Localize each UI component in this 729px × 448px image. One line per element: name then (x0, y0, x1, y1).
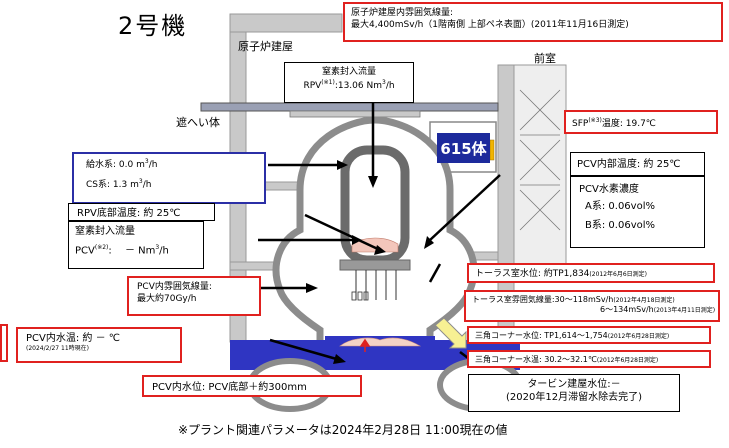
antechamber-structure (513, 64, 567, 271)
drive-housings (351, 291, 369, 301)
torus-dose-line2-date: (2013年4月11日測定) (653, 307, 716, 315)
rpv-nitrogen-unit-tail: /h (385, 80, 395, 91)
torus-dose-line1-date: (2012年4月18日測定) (613, 297, 675, 304)
feedwater-value: 0.0 m (118, 160, 145, 170)
shield-label: 遮へい体 (176, 116, 220, 129)
pcv-bottom-debris (339, 337, 422, 347)
pcv-water-temp-text: PCV内水温: 約 － ℃ (26, 333, 120, 344)
pcv-nitrogen-title: 窒素封入流量 (75, 226, 135, 237)
pcv-nitrogen-value-row: PCV(※2): － Nm3/h (75, 244, 197, 257)
pointer-arrows (258, 92, 501, 362)
torus-dose-line2: 6～134mSv/h(2013年4月11日測定) (472, 305, 716, 315)
rpv-nitrogen-prefix: RPV (303, 80, 322, 91)
rpv-nitrogen-flow-box: 窒素封入流量 RPV(※1):13.06 Nm3/h (284, 62, 414, 103)
cs-sup: 3 (138, 177, 143, 185)
triangle-corner-arrow (431, 317, 467, 349)
cs-value: 1.3 m (112, 179, 139, 190)
turbine-line1: タービン建屋水位:－ (527, 379, 621, 390)
rpv-bottom-temp-box: RPV底部温度: 約 25℃ (68, 203, 215, 221)
rpv-nitrogen-unit-sup: 3 (381, 78, 386, 86)
sfp-prefix: SFP (572, 119, 589, 129)
feedwater-sup: 3 (144, 158, 149, 165)
pcv-nitrogen-flow-box: 窒素封入流量 PCV(※2): － Nm3/h (68, 221, 204, 269)
torus-room-dose-box: トーラス室雰囲気線量:30～118mSv/h(2012年4月18日測定) 6～1… (464, 290, 720, 322)
triangle-temp-text: 三角コーナー水温: 30.2～32.1℃ (475, 355, 597, 364)
torus-level-date: (2012年6月6日測定) (589, 271, 647, 278)
pcv-hydrogen-box: PCV水素濃度 A系: 0.06vol% B系: 0.06vol% (570, 176, 705, 248)
pcv-nitrogen-unit-tail: /h (159, 245, 169, 257)
pcv-dose-line2: 最大約70Gy/h (137, 293, 197, 304)
feedwater-label: 給水系: (86, 160, 117, 170)
pcv-water-temp-box: PCV内水温: 約 － ℃ (2024/2/27 11時現在) (16, 327, 182, 363)
pcv-nitrogen-note-ref: (※2) (94, 244, 109, 251)
pcv-nitrogen-value: : － Nm (108, 245, 156, 257)
triangle-temp-date: (2012年6月28日測定) (596, 357, 659, 364)
dose-box-line2: 最大4,400mSv/h（1階南側 上部ペネ表面）(2011年11月16日測定) (351, 19, 629, 30)
feedwater-row: 給水系: 0.0 m3/h (86, 158, 252, 172)
hydrogen-a-row: A系: 0.06vol% (579, 200, 696, 213)
hydrogen-a-value: 0.06vol% (608, 201, 655, 212)
triangle-level-text: 三角コーナー水位: TP1,614～1,754 (475, 331, 608, 340)
sfp-note-ref: (※3) (588, 117, 602, 124)
reactor-building-label: 原子炉建屋 (238, 40, 293, 53)
dose-box-line1: 原子炉建屋内雰囲気線量: (351, 8, 454, 18)
pedestal (339, 259, 411, 271)
feedwater-tail: /h (148, 160, 158, 170)
water-injection-box: 給水系: 0.0 m3/h CS系: 1.3 m3/h (72, 152, 266, 204)
building-upper-left-wall (229, 13, 343, 33)
hydrogen-title: PCV水素濃度 (579, 184, 639, 195)
torus-dose-line1-main: トーラス室雰囲気線量:30～118mSv/h (472, 295, 614, 304)
hydrogen-b-value: 0.06vol% (608, 220, 656, 231)
reactor-building-dose-box: 原子炉建屋内雰囲気線量: 最大4,400mSv/h（1階南側 上部ペネ表面）(2… (343, 2, 723, 42)
pcv-water-temp-date: (2024/2/27 11時現在) (26, 345, 89, 352)
torus-level-text: トーラス室水位: 約TP1,834 (475, 269, 590, 279)
rpv-nitrogen-value-row: RPV(※1):13.06 Nm3/h (287, 79, 411, 93)
cs-row: CS系: 1.3 m3/h (86, 178, 252, 192)
pcv-atmosphere-dose-box: PCV内雰囲気線量: 最大約70Gy/h (127, 276, 261, 316)
rpv-nitrogen-note-ref: (※1) (321, 78, 335, 86)
arrow-heads (306, 160, 434, 364)
hydrogen-b-row: B系: 0.06vol% (579, 219, 696, 232)
pcv-temperature-box: PCV内部温度: 約 25℃ (570, 152, 705, 176)
pcv-dose-line1: PCV内雰囲気線量: (137, 282, 212, 292)
floor-slab-mid (229, 261, 281, 271)
triangle-level-date: (2012年6月28日測定) (607, 333, 670, 340)
water-level-mark (359, 338, 371, 352)
antechamber-label: 前室 (534, 52, 556, 65)
footnote: ※プラント関連パラメータは2024年2月28日 11:00現在の値 (178, 423, 508, 437)
rpv-nitrogen-value: :13.06 Nm (334, 80, 382, 91)
sfp-temperature-box: SFP(※3)温度: 19.7℃ (564, 110, 718, 134)
unit-title: 2号機 (118, 12, 188, 40)
triangle-corner-temp-box: 三角コーナー水温: 30.2～32.1℃(2012年6月28日測定) (467, 350, 711, 368)
pcv-nitrogen-prefix: PCV (75, 245, 95, 257)
cs-tail: /h (142, 179, 152, 190)
hydrogen-a-label: A系: (585, 201, 606, 212)
turbine-line2: (2020年12月滞留水除去完了) (506, 392, 642, 403)
fuel-count-badge: 615体 (437, 133, 490, 163)
pcv-nitrogen-unit-sup: 3 (155, 244, 160, 251)
antechamber-lattice (519, 89, 561, 231)
torus-room-level-box: トーラス室水位: 約TP1,834(2012年6月6日測定) (467, 263, 715, 283)
turbine-building-level-box: タービン建屋水位:－ (2020年12月滞留水除去完了) (468, 374, 680, 412)
torus-dose-line1: トーラス室雰囲気線量:30～118mSv/h(2012年4月18日測定) (472, 295, 712, 305)
rpv-nitrogen-title: 窒素封入流量 (321, 67, 376, 77)
shield-plug (289, 110, 421, 118)
cropped-left-box (0, 324, 8, 362)
sfp-temperature: 温度: 19.7℃ (601, 119, 656, 129)
triangle-corner-level-box: 三角コーナー水位: TP1,614～1,754(2012年6月28日測定) (467, 326, 711, 344)
torus-dose-line2-main: 6～134mSv/h (600, 305, 654, 315)
operating-floor (200, 102, 499, 112)
cs-label: CS系: (86, 179, 111, 190)
hydrogen-b-label: B系: (585, 220, 606, 231)
pcv-water-level-box: PCV内水位: PCV底部＋約300mm (142, 375, 362, 397)
